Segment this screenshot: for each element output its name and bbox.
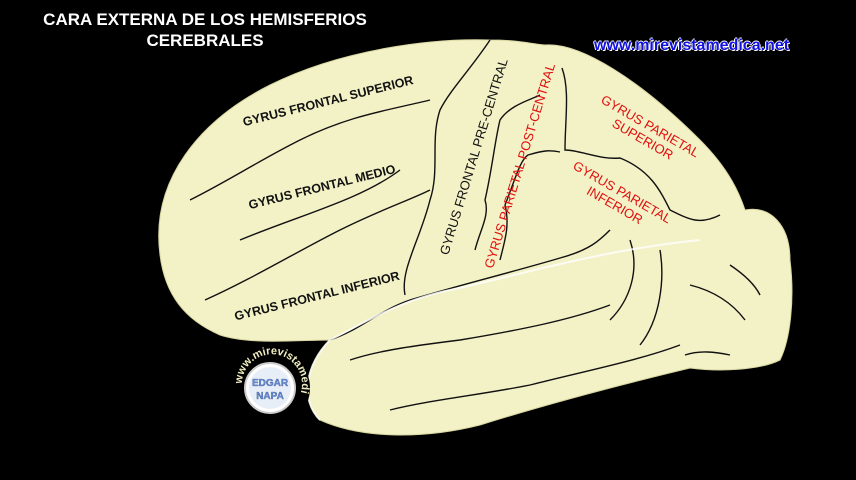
diagram-title: CARA EXTERNA DE LOS HEMISFERIOS CEREBRAL…	[0, 9, 410, 51]
brain-hemisphere	[158, 39, 793, 436]
logo-name-line-1: EDGAR	[252, 378, 289, 389]
website-url: www.mirevistamedica.net	[594, 37, 790, 54]
title-line-2: CEREBRALES	[146, 31, 264, 50]
logo-name-line-2: NAPA	[256, 391, 284, 402]
title-line-1: CARA EXTERNA DE LOS HEMISFERIOS	[43, 10, 367, 29]
